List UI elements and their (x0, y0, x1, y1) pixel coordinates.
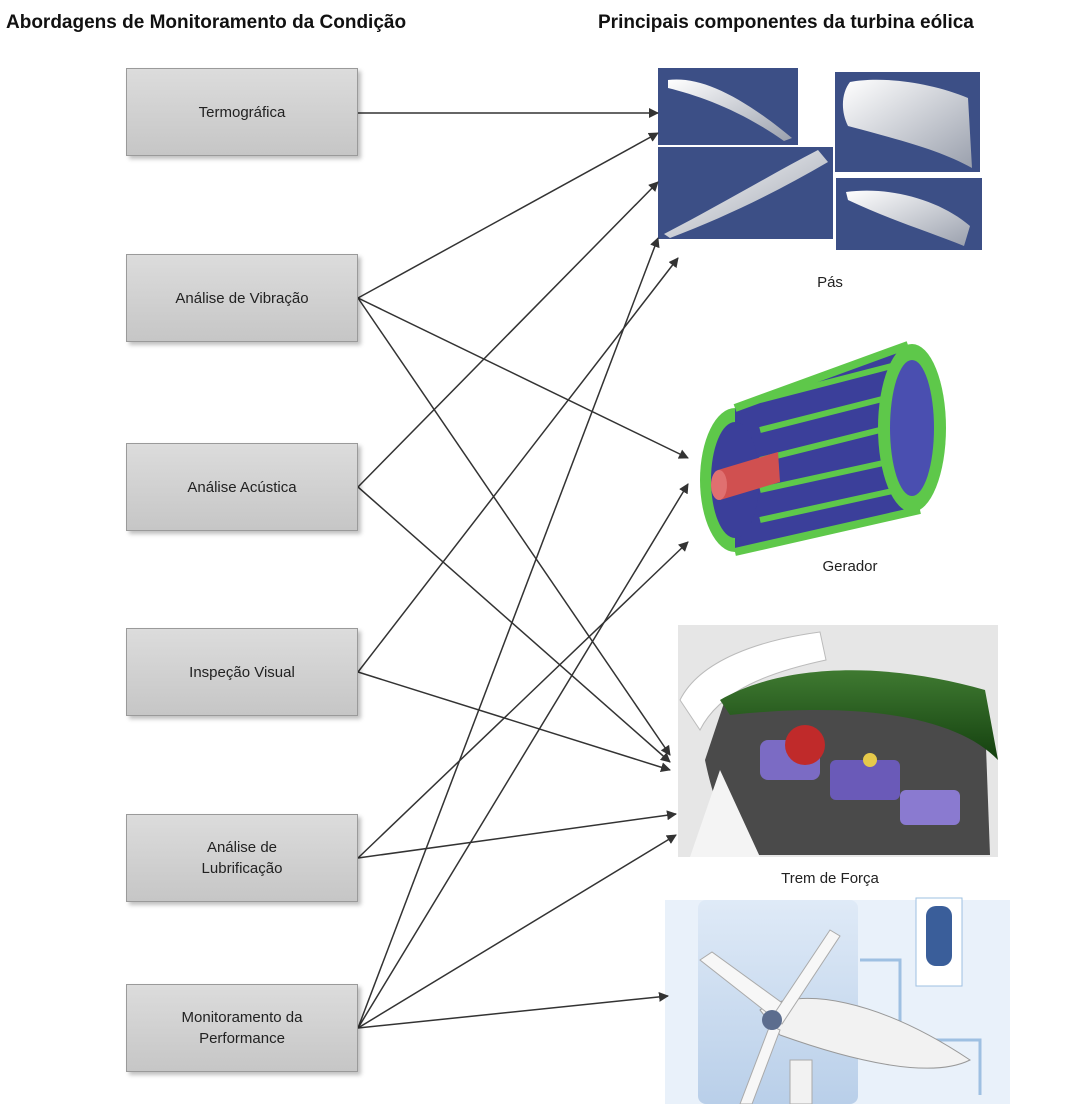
component-label-pas: Pás (817, 274, 843, 291)
arrow-lubrificacao-gerador (357, 541, 689, 859)
approach-label: Análise de (206, 839, 278, 856)
arrow-performance-turbina (357, 991, 669, 1029)
approach-label: Análise de Vibração (175, 289, 309, 307)
connection-arrows (357, 108, 689, 1029)
drivetrain-image (678, 625, 998, 857)
blade-3 (664, 150, 828, 238)
arrow-visual-pas (357, 257, 679, 673)
arrow-vibracao-gerador (357, 297, 689, 459)
approach-box-inspecao: Inspeção Visual (126, 628, 358, 716)
approach-label: Termográfica (198, 103, 286, 121)
left-heading: Abordagens de Monitoramento da Condição (6, 12, 407, 33)
blade-4 (846, 190, 970, 246)
blade-1 (668, 79, 792, 141)
gearbox-red (785, 725, 825, 765)
approach-label: Inspeção Visual (189, 663, 295, 681)
arrow-performance-gerador (357, 483, 689, 1029)
arrow-vibracao-pas (357, 132, 659, 299)
approach-label-line2: Performance (199, 1030, 285, 1047)
arrow-acustica-pas (357, 181, 659, 488)
arrow-lubrificacao-trem (357, 810, 677, 859)
approach-box-termografica: Termográfica (126, 68, 358, 156)
approach-box-performance: Monitoramento da Performance (126, 984, 358, 1072)
approach-box-lubrificacao: Análise de Lubrificação (126, 814, 358, 902)
arrow-performance-trem (357, 834, 677, 1029)
approach-label: Monitoramento da (181, 1009, 303, 1026)
arrow-performance-pas (357, 237, 660, 1029)
nacelle-cover (720, 670, 998, 760)
component-label-gerador: Gerador (822, 558, 878, 575)
approach-label: Análise Acústica (187, 478, 297, 496)
right-heading: Principais componentes da turbina eólica (598, 12, 974, 33)
component-label-trem: Trem de Força (781, 870, 879, 887)
approach-box-vibracao: Análise de Vibração (126, 254, 358, 342)
approach-box-acustica: Análise Acústica (126, 443, 358, 531)
turbine-image (665, 897, 1010, 1104)
approach-label-line2: Lubrificação (201, 860, 283, 877)
blade-2 (842, 79, 972, 168)
generator-shaft (718, 452, 780, 500)
arrow-vibracao-trem (357, 297, 671, 756)
generator-image (700, 341, 946, 556)
arrow-acustica-trem (357, 486, 671, 763)
arrow-visual-trem (357, 671, 671, 773)
blades-image (658, 68, 982, 250)
nacelle-shape (759, 997, 971, 1069)
gearbox-icon (926, 906, 952, 966)
